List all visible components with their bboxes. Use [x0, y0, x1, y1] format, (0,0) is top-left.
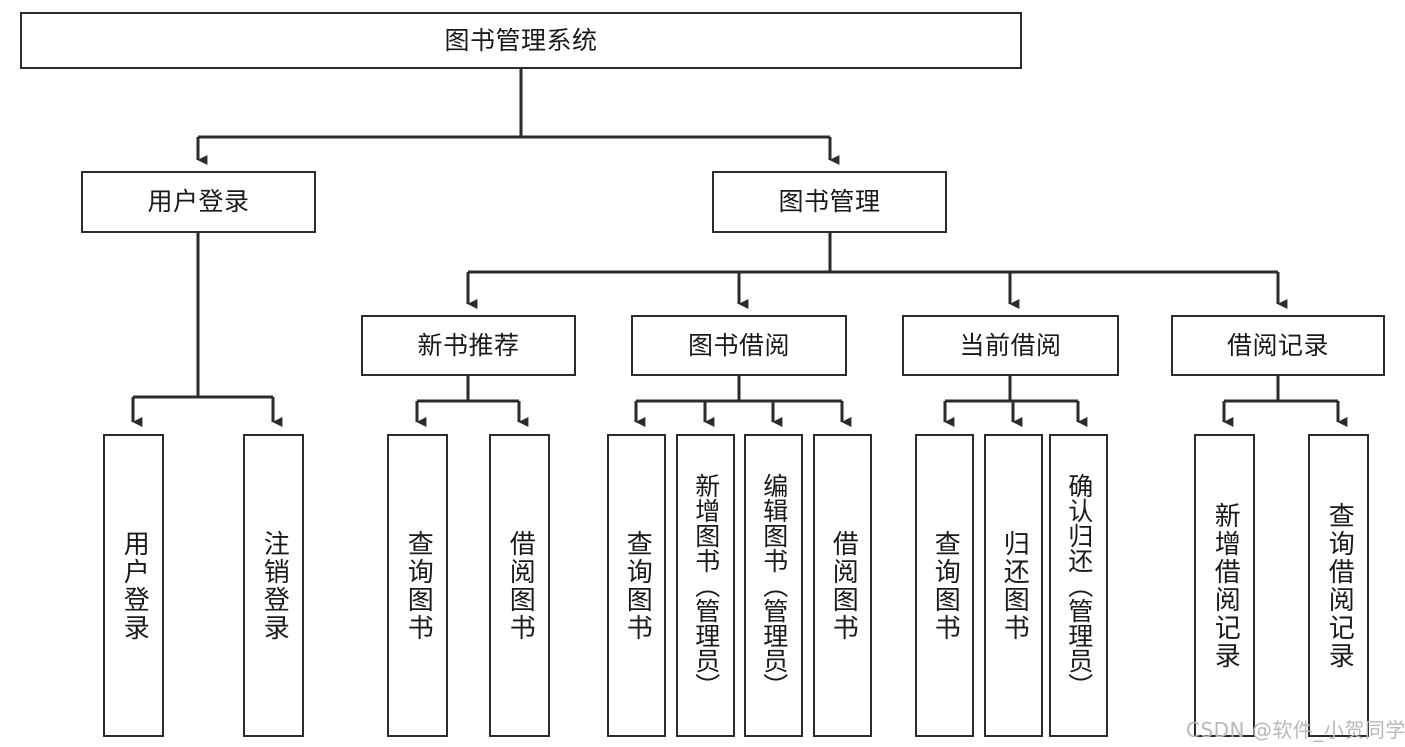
node-label: 图书借阅	[687, 330, 790, 360]
leaf-return-book[interactable]: 归还图书	[984, 434, 1043, 737]
node-label: 查询图书	[622, 529, 653, 642]
node-label: 查询借阅记录	[1324, 501, 1355, 670]
leaf-logout[interactable]: 注销登录	[243, 434, 304, 737]
node-book-management[interactable]: 图书管理	[712, 171, 947, 233]
node-label: 查询图书	[403, 529, 434, 642]
leaf-add-borrow-record[interactable]: 新增借阅记录	[1194, 434, 1255, 737]
node-user-login[interactable]: 用户登录	[81, 171, 316, 233]
leaf-borrow-book[interactable]: 借阅图书	[813, 434, 872, 737]
node-label: 新增图书（管理员）	[691, 473, 721, 698]
watermark: CSDN @软件_小贺同学	[1186, 718, 1405, 742]
node-label: 用户登录	[119, 529, 150, 642]
node-label: 新增借阅记录	[1210, 501, 1241, 670]
leaf-borrow-book-rec[interactable]: 借阅图书	[489, 434, 550, 737]
leaf-user-login[interactable]: 用户登录	[103, 434, 164, 737]
node-label: 查询图书	[930, 529, 961, 642]
node-label: 当前借阅	[959, 330, 1062, 360]
leaf-query-book-borrow[interactable]: 查询图书	[607, 434, 666, 737]
node-root-system[interactable]: 图书管理系统	[20, 12, 1022, 69]
node-label: 确认归还（管理员）	[1064, 473, 1094, 698]
node-label: 借阅图书	[828, 529, 859, 642]
node-label: 借阅记录	[1226, 330, 1329, 360]
node-label: 新书推荐	[417, 330, 520, 360]
leaf-query-book-current[interactable]: 查询图书	[915, 434, 974, 737]
node-label: 图书管理	[778, 187, 881, 216]
node-label: 图书管理系统	[444, 25, 598, 55]
node-label: 用户登录	[147, 187, 250, 216]
leaf-add-book-admin[interactable]: 新增图书（管理员）	[676, 434, 735, 737]
node-book-borrow[interactable]: 图书借阅	[631, 315, 847, 376]
node-current-borrow[interactable]: 当前借阅	[902, 315, 1119, 376]
leaf-edit-book-admin[interactable]: 编辑图书（管理员）	[744, 434, 803, 737]
node-borrow-record[interactable]: 借阅记录	[1171, 315, 1385, 376]
node-new-book-recommend[interactable]: 新书推荐	[361, 315, 576, 376]
node-label: 注销登录	[259, 529, 290, 642]
leaf-query-book-rec[interactable]: 查询图书	[387, 434, 448, 737]
leaf-query-borrow-record[interactable]: 查询借阅记录	[1308, 434, 1369, 737]
leaf-confirm-return-admin[interactable]: 确认归还（管理员）	[1049, 434, 1108, 737]
node-label: 归还图书	[999, 529, 1030, 642]
node-label: 编辑图书（管理员）	[759, 473, 789, 698]
node-label: 借阅图书	[505, 529, 536, 642]
